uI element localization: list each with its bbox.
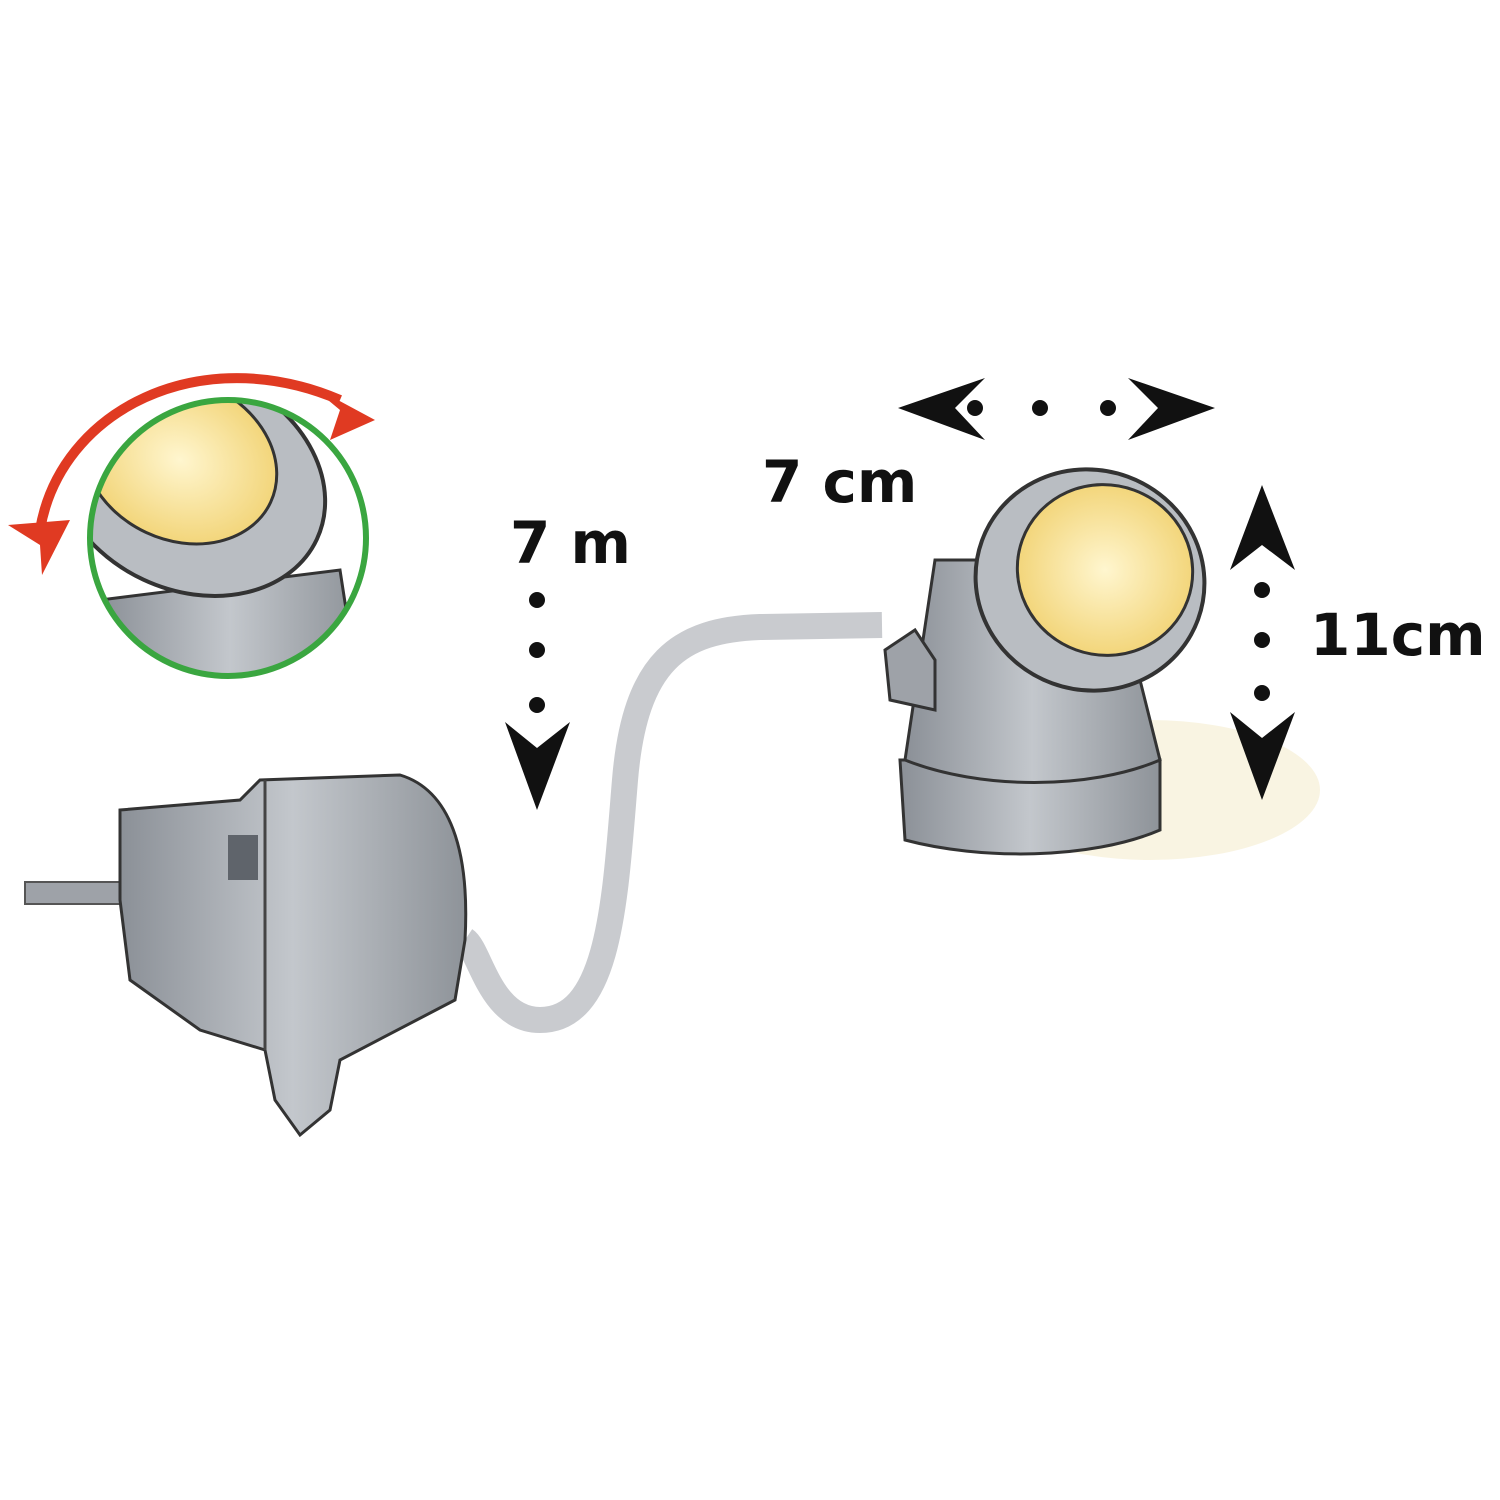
spotlight-icon bbox=[883, 467, 1320, 860]
rotation-arrow-icon bbox=[8, 373, 375, 575]
inset-ring bbox=[87, 397, 369, 679]
cable-length-label: 7 m bbox=[510, 509, 631, 577]
dimension-arrow-icon bbox=[898, 378, 1215, 440]
cable bbox=[455, 612, 883, 1034]
dimension-arrow-icon bbox=[1230, 485, 1295, 800]
height-label: 11cm bbox=[1310, 601, 1486, 669]
plug-icon bbox=[24, 773, 468, 1138]
dimension-arrow-icon bbox=[505, 592, 570, 810]
width-label: 7 cm bbox=[762, 448, 917, 516]
